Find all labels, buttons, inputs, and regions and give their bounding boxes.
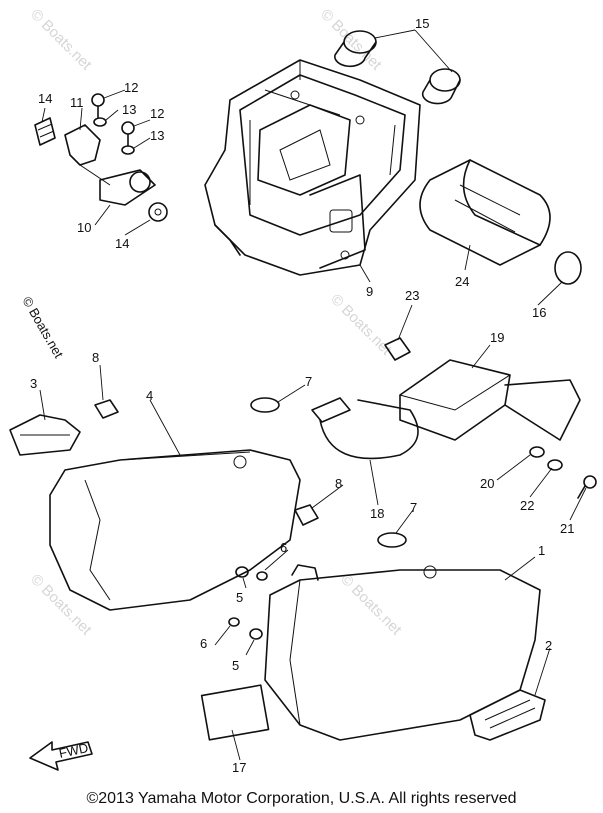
washer (547, 459, 563, 471)
grommet-flat (250, 397, 407, 548)
caution-label (200, 684, 270, 741)
side-cover-left (49, 449, 301, 611)
washer (529, 446, 545, 458)
leader-lines (39, 29, 587, 761)
callout-15: 15 (415, 16, 429, 31)
copyright-notice: ©2013 Yamaha Motor Corporation, U.S.A. A… (86, 790, 517, 807)
collar (228, 617, 240, 627)
callout-14: 14 (115, 236, 129, 251)
callout-labels: 1 2 3 4 5 5 6 6 7 7 8 8 9 10 11 12 12 13… (30, 16, 574, 775)
side-cover-right (264, 564, 541, 741)
callout-11: 11 (70, 95, 84, 110)
grommet (249, 628, 263, 640)
front-arrow-label: FWD (58, 740, 90, 761)
callout-1: 1 (538, 543, 545, 558)
callout-21: 21 (560, 521, 574, 536)
bolt (91, 93, 135, 147)
battery (419, 159, 551, 266)
callout-7: 7 (410, 500, 417, 515)
callout-20: 20 (480, 476, 494, 491)
callout-13: 13 (150, 128, 164, 143)
callout-18: 18 (370, 506, 384, 521)
callout-2: 2 (545, 638, 552, 653)
watermark: © Boats.net (27, 6, 95, 74)
gear-washer (148, 202, 168, 222)
watermark: © Boats.net (337, 571, 405, 639)
callout-14: 14 (38, 91, 52, 106)
callout-7: 7 (305, 374, 312, 389)
callout-10: 10 (77, 220, 91, 235)
callout-9: 9 (366, 284, 373, 299)
side-watermark: © Boats.net (19, 294, 66, 361)
callout-19: 19 (490, 330, 504, 345)
callout-5: 5 (236, 590, 243, 605)
callout-3: 3 (30, 376, 37, 391)
grommet (235, 566, 249, 578)
callout-13: 13 (122, 102, 136, 117)
callout-12: 12 (124, 80, 138, 95)
washer (93, 117, 135, 155)
callout-22: 22 (520, 498, 534, 513)
watermark: © Boats.net (327, 291, 395, 359)
bracket (64, 124, 156, 206)
callout-4: 4 (146, 388, 153, 403)
grommet-round (384, 337, 411, 361)
collar (256, 571, 268, 581)
callout-5: 5 (232, 658, 239, 673)
battery-box-frame (204, 59, 421, 276)
relay-wire (311, 397, 419, 460)
o-ring (554, 251, 582, 285)
callout-24: 24 (455, 274, 469, 289)
callout-8: 8 (92, 350, 99, 365)
grommet (94, 399, 319, 526)
callout-6: 6 (200, 636, 207, 651)
control-unit (399, 359, 581, 441)
callout-16: 16 (532, 305, 546, 320)
rubber-damper (334, 30, 461, 105)
callout-8: 8 (335, 476, 342, 491)
callout-12: 12 (150, 106, 164, 121)
small-clip (34, 117, 56, 146)
front-arrow-icon: FWD (29, 740, 93, 771)
callout-6: 6 (280, 540, 287, 555)
side-cover-left-small (9, 414, 81, 456)
emblem (469, 689, 546, 741)
callout-17: 17 (232, 760, 246, 775)
bolt (577, 475, 597, 499)
watermark: © Boats.net (27, 571, 95, 639)
callout-23: 23 (405, 288, 419, 303)
